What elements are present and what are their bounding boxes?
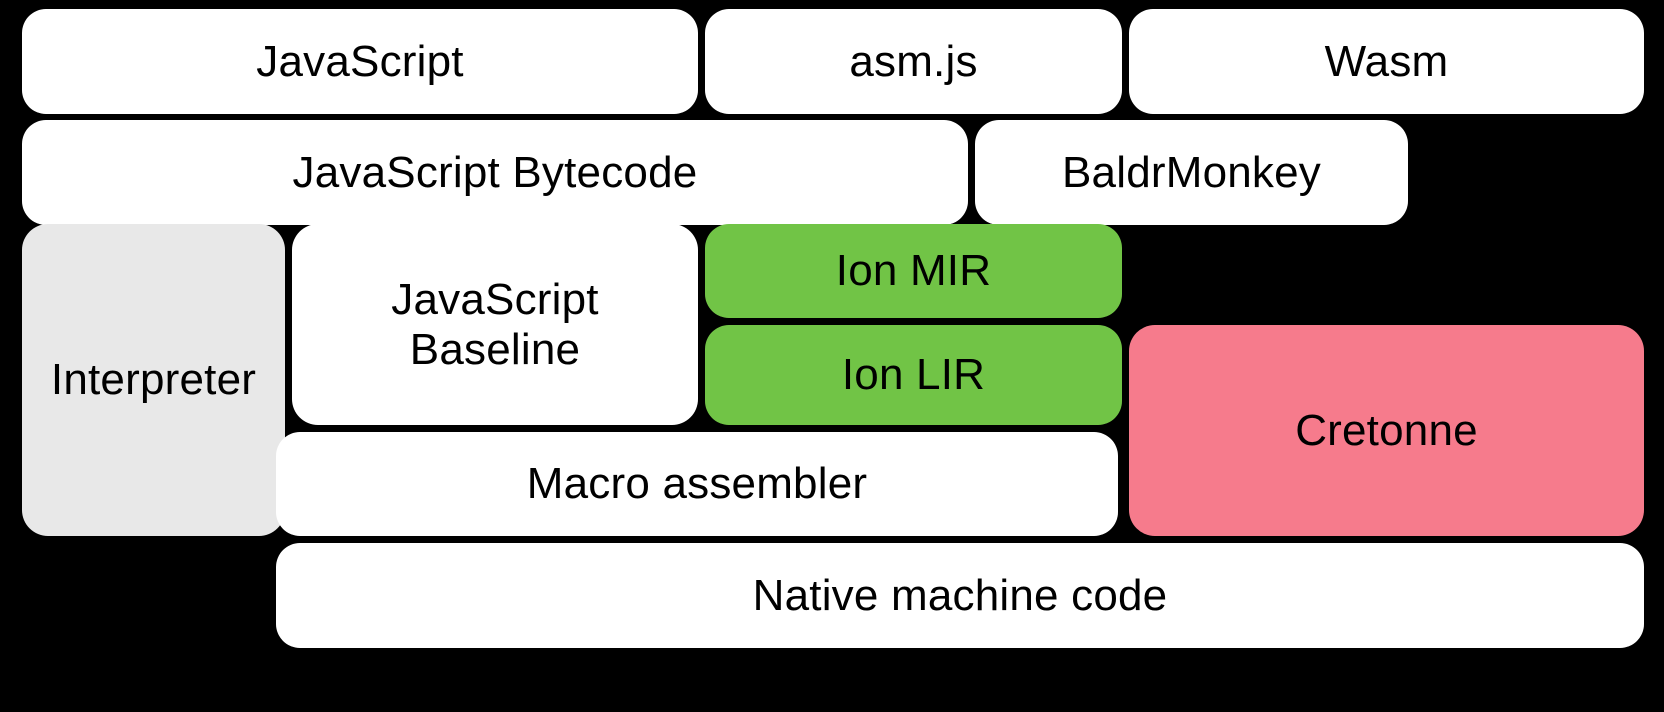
node-javascript-bytecode: JavaScript Bytecode — [22, 120, 968, 225]
node-javascript-baseline: JavaScript Baseline — [292, 224, 698, 425]
node-macro-assembler: Macro assembler — [276, 432, 1118, 536]
node-cretonne: Cretonne — [1129, 325, 1644, 536]
node-baldrmonkey: BaldrMonkey — [975, 120, 1408, 225]
node-ion-lir: Ion LIR — [705, 325, 1122, 425]
node-javascript: JavaScript — [22, 9, 698, 114]
node-native-machine-code: Native machine code — [276, 543, 1644, 648]
node-wasm: Wasm — [1129, 9, 1644, 114]
node-interpreter: Interpreter — [22, 224, 285, 536]
node-ion-mir: Ion MIR — [705, 224, 1122, 318]
node-asm-js: asm.js — [705, 9, 1122, 114]
